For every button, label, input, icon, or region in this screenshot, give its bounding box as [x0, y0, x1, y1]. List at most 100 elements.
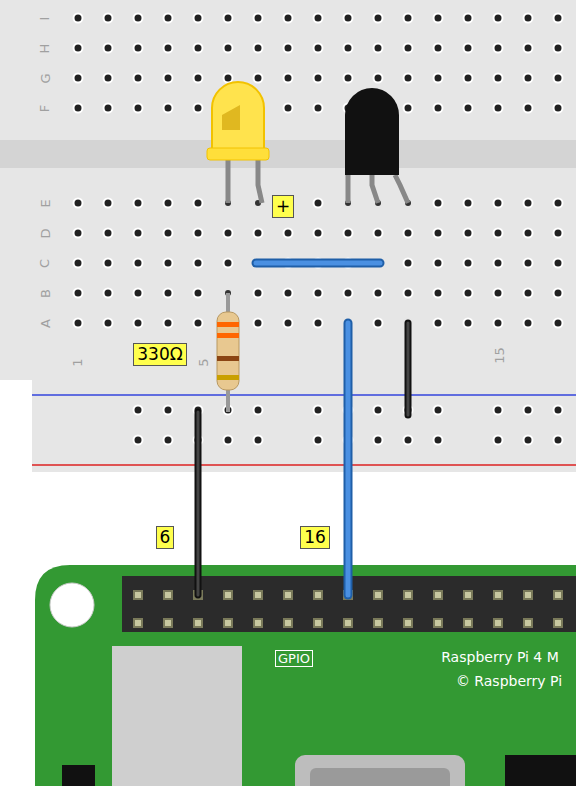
breadboard-hole	[135, 75, 142, 82]
hole-rim	[73, 198, 84, 209]
breadboard-hole	[405, 75, 412, 82]
breadboard-hole	[285, 45, 292, 52]
hole-rim	[223, 13, 234, 24]
hole-rim	[163, 288, 174, 299]
hole-rim	[283, 13, 294, 24]
rail-hole	[435, 437, 442, 444]
hole-rim	[313, 103, 324, 114]
hole-rim	[193, 318, 204, 329]
hole-rim	[463, 73, 474, 84]
hole-rim	[313, 288, 324, 299]
resistor-value: 330Ω	[133, 343, 186, 366]
breadboard	[0, 0, 576, 380]
gpio-pin	[373, 618, 383, 628]
hole-rim	[133, 288, 144, 299]
hole-rim	[553, 13, 564, 24]
breadboard-hole	[405, 15, 412, 22]
hole-rim	[253, 288, 264, 299]
hole-rim	[253, 73, 264, 84]
gpio-pin-tip	[135, 592, 141, 598]
breadboard-hole	[165, 75, 172, 82]
row-letter: A	[39, 319, 52, 328]
hole-rim	[523, 435, 534, 446]
ground-wire	[197, 412, 200, 595]
hole-rim	[163, 405, 174, 416]
usb-port-inner	[310, 768, 450, 786]
breadboard-hole	[225, 75, 232, 82]
resistor-band	[217, 322, 239, 327]
hole-rim	[433, 198, 444, 209]
hole-rim	[163, 43, 174, 54]
jumper-wire	[256, 261, 380, 266]
gpio-pin-tip	[405, 620, 411, 626]
hole-rim	[163, 103, 174, 114]
breadboard-hole	[375, 230, 382, 237]
rail-hole	[255, 437, 262, 444]
hole-rim	[313, 13, 324, 24]
hole-rim	[493, 43, 504, 54]
led-die	[222, 105, 240, 130]
gpio-pin	[463, 618, 473, 628]
breadboard-hole	[435, 320, 442, 327]
gpio-pin	[433, 618, 443, 628]
breadboard-hole	[75, 290, 82, 297]
breadboard-hole	[525, 230, 532, 237]
breadboard-hole	[315, 45, 322, 52]
gpio-pin	[253, 590, 263, 600]
breadboard-hole	[375, 15, 382, 22]
gpio-pin-tip	[165, 592, 171, 598]
breadboard-hole	[495, 75, 502, 82]
breadboard-hole	[135, 230, 142, 237]
gpio-pin-tip	[375, 620, 381, 626]
rail-hole	[315, 437, 322, 444]
breadboard-hole	[465, 290, 472, 297]
breadboard-hole	[285, 15, 292, 22]
row-letter: D	[38, 228, 51, 238]
row-letter: H	[39, 43, 52, 53]
breadboard-hole	[225, 260, 232, 267]
rail-hole	[405, 437, 412, 444]
ground-wire	[405, 323, 412, 415]
rail-hole	[435, 407, 442, 414]
hole-rim	[73, 13, 84, 24]
hole-rim	[403, 103, 414, 114]
hole-rim	[253, 13, 264, 24]
rail-hole	[165, 437, 172, 444]
breadboard-hole	[105, 260, 112, 267]
hole-rim	[523, 288, 534, 299]
gpio-pin-tip	[555, 620, 561, 626]
rail-hole	[495, 437, 502, 444]
hole-rim	[313, 43, 324, 54]
hole-rim	[553, 43, 564, 54]
breadboard-hole	[165, 200, 172, 207]
hole-rim	[553, 73, 564, 84]
hole-rim	[163, 13, 174, 24]
power-rail	[32, 380, 576, 472]
breadboard-hole	[555, 230, 562, 237]
breadboard-hole	[495, 320, 502, 327]
copyright-label: © Raspberry Pi	[456, 674, 562, 688]
breadboard-hole	[225, 15, 232, 22]
breadboard-hole	[255, 75, 262, 82]
breadboard-hole	[495, 45, 502, 52]
gpio-pin	[493, 618, 503, 628]
gpio-pin-tip	[555, 592, 561, 598]
breadboard-hole	[465, 200, 472, 207]
rail-hole	[525, 407, 532, 414]
hole-rim	[73, 228, 84, 239]
hole-rim	[463, 258, 474, 269]
gpio-pin	[523, 590, 533, 600]
breadboard-hole	[555, 45, 562, 52]
hole-rim	[343, 228, 354, 239]
resistor-band	[217, 375, 239, 380]
hole-rim	[463, 198, 474, 209]
hole-rim	[133, 228, 144, 239]
breadboard-hole	[435, 75, 442, 82]
gpio-pin	[283, 590, 293, 600]
breadboard-hole	[405, 105, 412, 112]
breadboard-hole	[555, 105, 562, 112]
gpio-pin-tip	[135, 620, 141, 626]
hole-rim	[523, 73, 534, 84]
breadboard-hole	[75, 105, 82, 112]
hole-rim	[193, 198, 204, 209]
